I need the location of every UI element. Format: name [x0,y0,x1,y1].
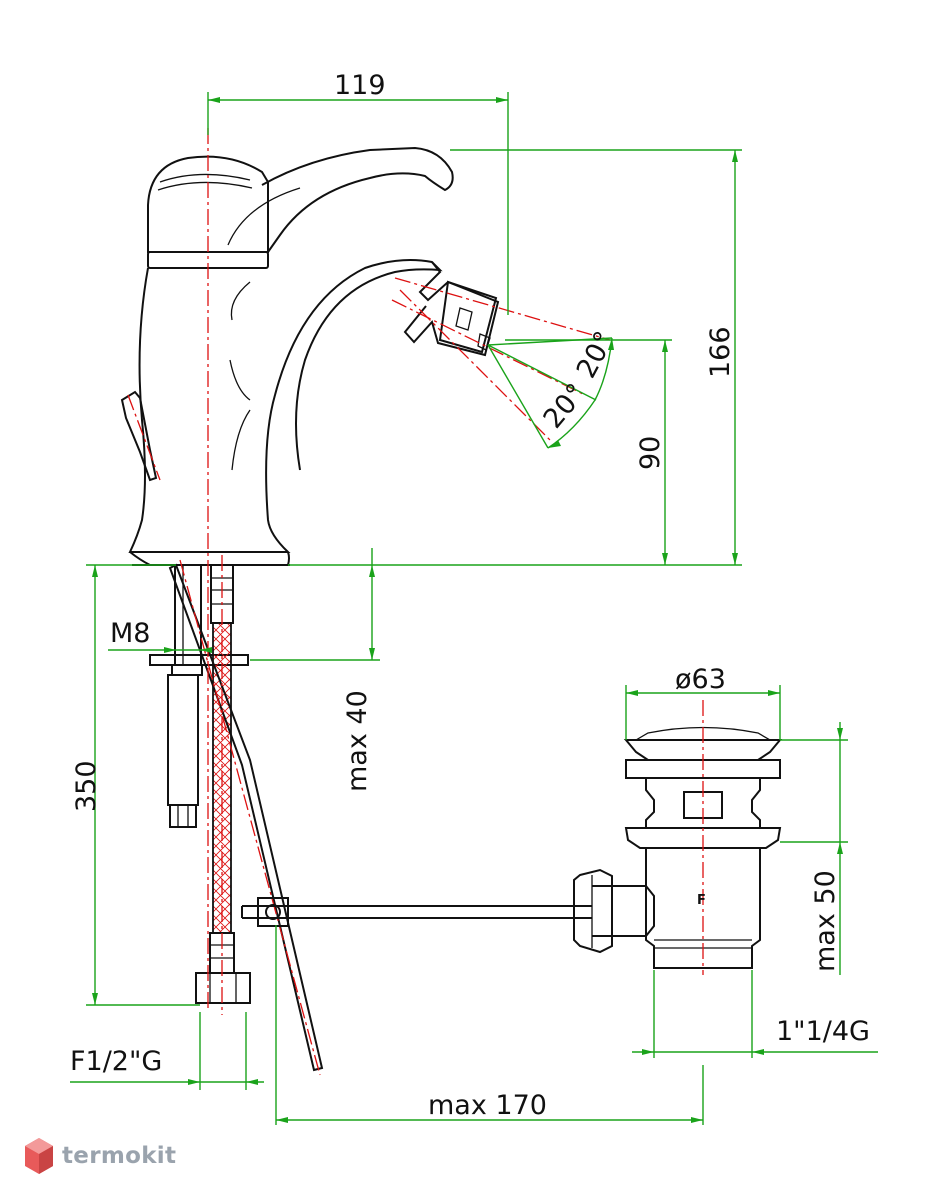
dim-outlet-height: 90 [635,436,666,470]
dim-rod-max: max 170 [428,1090,547,1121]
brand-watermark: termokit [24,1134,176,1178]
flexible-hose [195,564,251,1004]
mixer-body [120,146,454,566]
dim-max-thickness: max 40 [342,690,373,792]
dim-angle-lower: 20° [538,378,593,435]
dim-angle-upper: 20° [571,326,621,383]
dim-waste-thread: 1"1/4G [776,1016,870,1047]
waste-letter: F [697,893,706,908]
dim-total-height: 166 [705,326,736,378]
brand-name: termokit [62,1143,177,1169]
dimension-lines [70,92,878,1125]
dim-waste-max: max 50 [810,870,841,972]
dim-spout-reach: 119 [334,70,386,101]
dim-thread-rod: M8 [110,618,150,649]
dim-inlet-thread: F1/2"G [70,1046,162,1077]
dim-waste-diameter: ø63 [675,664,726,695]
center-axes [207,128,223,1015]
pop-up-waste: F [573,700,783,975]
spray-nozzle [391,261,611,441]
brand-logo-icon [25,1138,53,1174]
pop-up-rod [168,559,592,1076]
dim-hose-length: 350 [71,760,102,812]
